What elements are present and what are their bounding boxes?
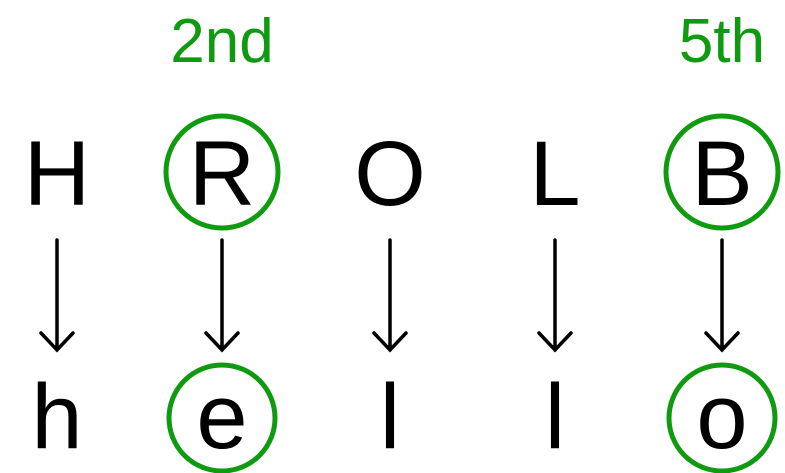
highlight-circle xyxy=(663,113,781,231)
highlight-circle xyxy=(166,362,278,473)
lower-letter: l xyxy=(545,366,565,468)
upper-letter: R xyxy=(189,123,255,225)
upper-letter: B xyxy=(691,123,752,225)
upper-letter: O xyxy=(354,123,426,225)
down-arrow-icon xyxy=(39,238,75,353)
lower-letter: l xyxy=(380,366,400,468)
lower-letter: h xyxy=(31,366,82,468)
arrows xyxy=(39,238,740,353)
upper-letter: H xyxy=(24,123,90,225)
down-arrow-icon xyxy=(537,238,573,353)
uppercase-row: H R O L B xyxy=(24,123,753,225)
lowercase-row: h e l l o xyxy=(31,366,747,468)
lower-letter: e xyxy=(196,366,247,468)
upper-letter: L xyxy=(529,123,580,225)
down-arrow-icon xyxy=(204,238,240,353)
down-arrow-icon xyxy=(704,238,740,353)
highlight-circles xyxy=(163,113,781,473)
down-arrow-icon xyxy=(372,238,408,353)
lower-letter: o xyxy=(696,366,747,468)
ordinal-label-5th: 5th xyxy=(679,7,765,76)
highlight-circle xyxy=(666,362,778,473)
highlight-circle xyxy=(163,113,281,231)
ordinal-label-2nd: 2nd xyxy=(170,7,273,76)
